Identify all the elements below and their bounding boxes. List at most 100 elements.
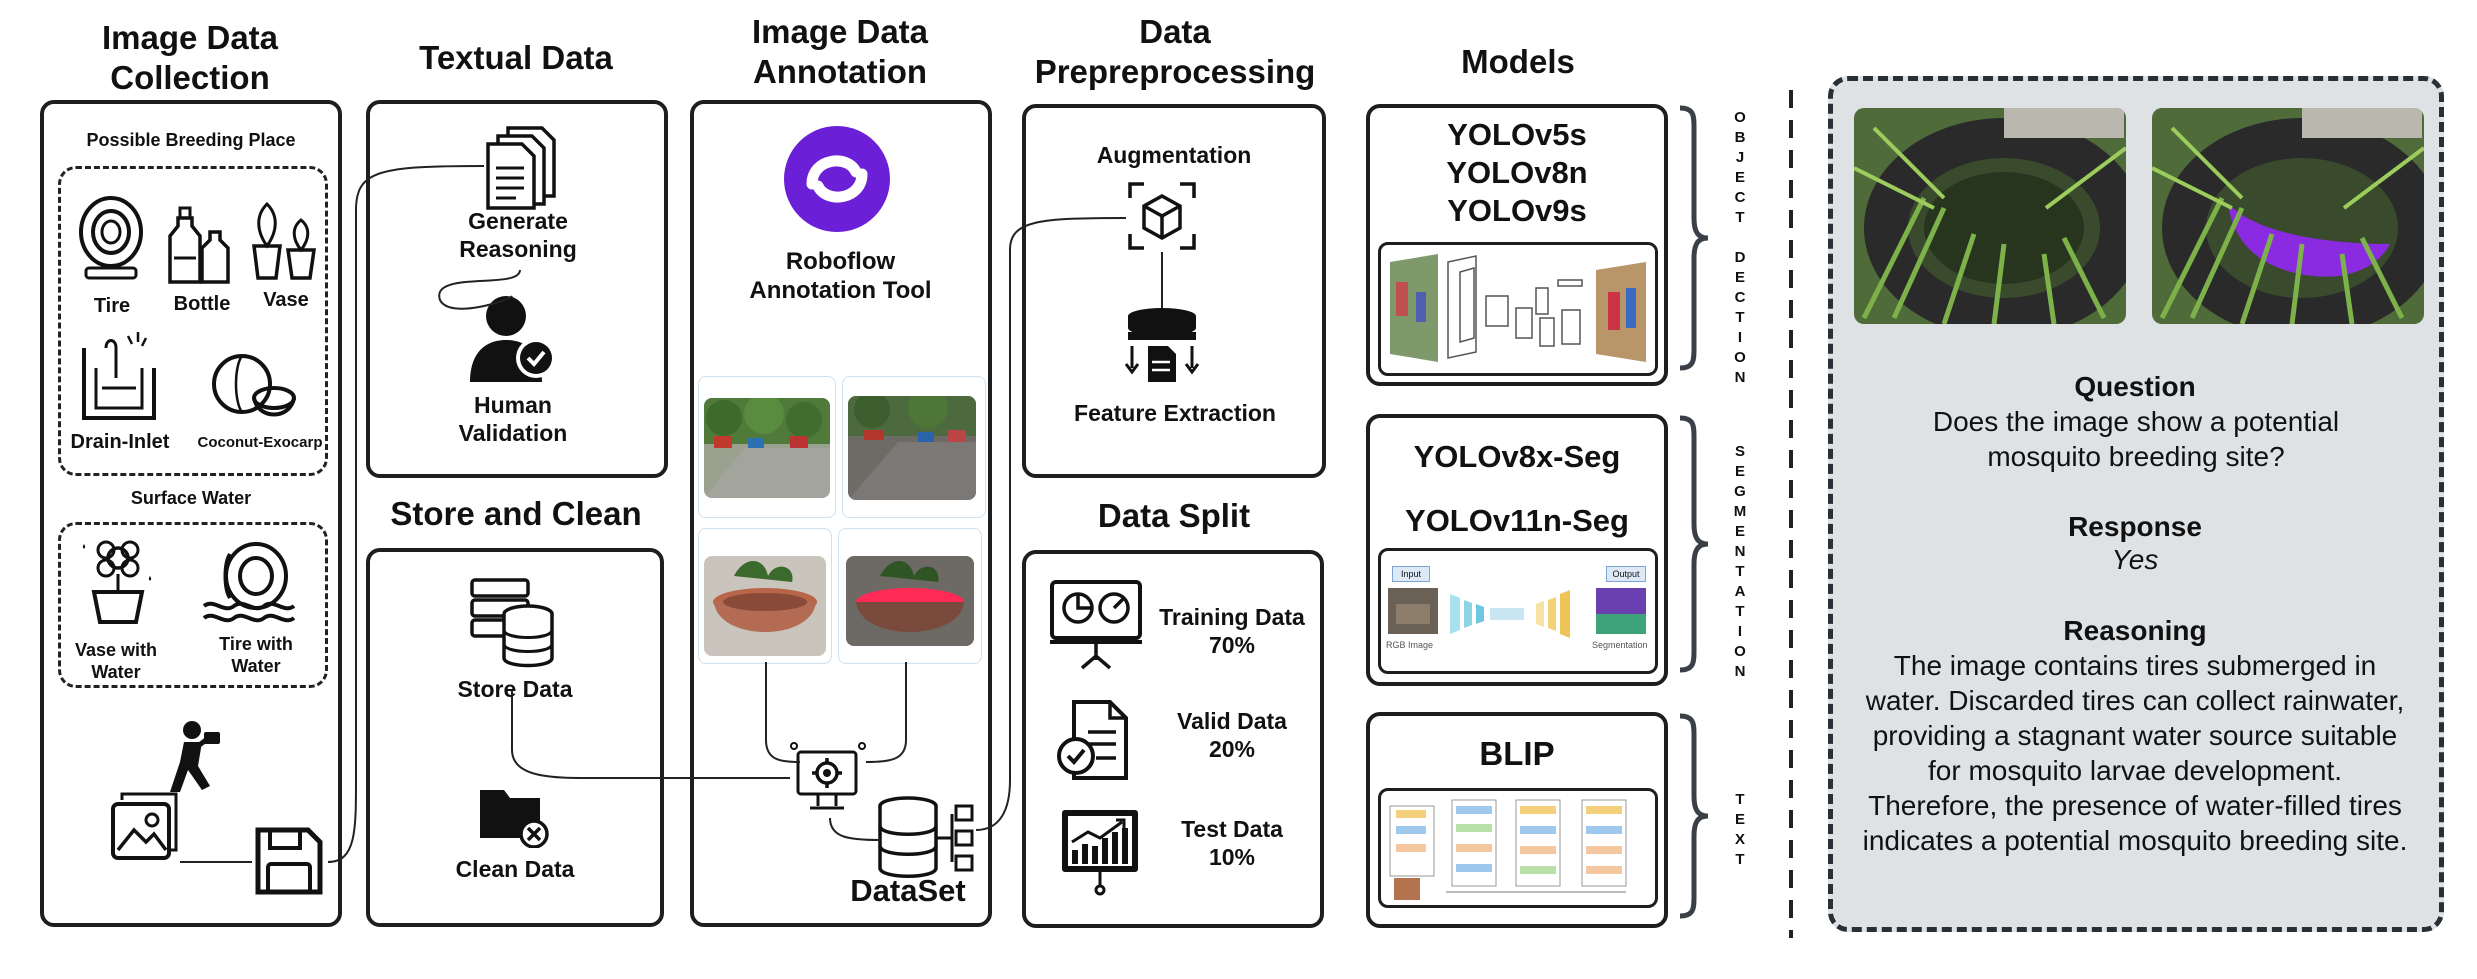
response-text: Yes bbox=[2111, 544, 2159, 575]
augmentation-label: Augmentation bbox=[1096, 142, 1252, 168]
tire-icon bbox=[79, 196, 143, 280]
breeding-item-tire: Tire bbox=[93, 295, 131, 317]
image-icon bbox=[111, 792, 178, 860]
store-title: Store and Clean bbox=[390, 495, 642, 532]
group-label-char: T bbox=[1735, 563, 1745, 580]
dataset-label: DataSet bbox=[850, 873, 966, 908]
breeding-box bbox=[58, 166, 328, 476]
question-text: Does the image show a potential mosquito… bbox=[1932, 406, 2340, 472]
group-label-char: E bbox=[1734, 811, 1745, 828]
segmentation-diagram-icon bbox=[1388, 588, 1646, 638]
group-label-char: D bbox=[1734, 249, 1746, 266]
group-label-char: B bbox=[1734, 129, 1746, 146]
seg-segmentation-caption: Segmentation bbox=[1592, 640, 1648, 650]
group-label-char: A bbox=[1734, 583, 1746, 600]
processing-gear-icon bbox=[790, 742, 866, 810]
seg-output-tag: Output bbox=[1606, 566, 1646, 582]
tire-water-icon bbox=[202, 542, 296, 623]
segmentation-model-2: YOLOv11n-Seg bbox=[1405, 503, 1629, 538]
segmentation-model-1: YOLOv8x-Seg bbox=[1413, 439, 1621, 474]
bottle-icon bbox=[168, 206, 230, 284]
group-label-char: O bbox=[1734, 643, 1746, 660]
folder-delete-icon bbox=[480, 790, 549, 848]
split-test-label: Test Data 10% bbox=[1181, 816, 1283, 870]
breeding-heading: Possible Breeding Place bbox=[86, 130, 296, 150]
breeding-item-vase: Vase bbox=[263, 289, 309, 311]
group-label-char: E bbox=[1734, 169, 1745, 186]
brace-segmentation-icon bbox=[1679, 415, 1709, 673]
tire-fern-mask-photo bbox=[2152, 108, 2424, 324]
textual-title: Textual Data bbox=[419, 39, 613, 76]
group-label-char: T bbox=[1735, 791, 1745, 808]
group-label-char: N bbox=[1734, 663, 1746, 680]
separator-line bbox=[1789, 90, 1793, 938]
user-check-icon bbox=[470, 296, 556, 382]
clay-pot-mask-photo bbox=[846, 556, 974, 646]
group-label-char: C bbox=[1734, 289, 1746, 306]
split-training-label: Training Data 70% bbox=[1159, 604, 1305, 658]
roboflow-logo-icon bbox=[784, 126, 890, 232]
reasoning-heading: Reasoning bbox=[2063, 615, 2207, 646]
detection-diagram-icon bbox=[1390, 254, 1646, 362]
growth-chart-icon bbox=[1062, 810, 1138, 896]
split-title: Data Split bbox=[1097, 497, 1251, 534]
group-label-char: G bbox=[1734, 483, 1746, 500]
collection-panel bbox=[40, 100, 342, 927]
models-title: Models bbox=[1461, 43, 1575, 80]
clean-data-label: Clean Data bbox=[455, 856, 575, 882]
coconut-icon bbox=[212, 354, 296, 417]
plant-pot-icon bbox=[252, 201, 317, 280]
group-label-char: E bbox=[1734, 269, 1745, 286]
save-disk-icon bbox=[255, 827, 323, 895]
potted-plants-photo-2 bbox=[848, 396, 976, 500]
clay-pot-photo bbox=[704, 556, 826, 656]
text-model-name: BLIP bbox=[1479, 735, 1555, 772]
group-label-char: M bbox=[1733, 503, 1747, 520]
group-label-char: E bbox=[1734, 523, 1745, 540]
preprocessing-title: Data Prepreprocessing bbox=[1034, 13, 1316, 90]
documents-icon bbox=[486, 126, 556, 210]
cube-augmentation-icon bbox=[1128, 182, 1196, 250]
blip-diagram-icon bbox=[1389, 799, 1627, 900]
group-label-char: T bbox=[1735, 603, 1745, 620]
group-label-char: E bbox=[1734, 463, 1745, 480]
human-validation-label: Human Validation bbox=[458, 392, 568, 446]
breeding-item-coconut-exocarp: Coconut-Exocarp bbox=[197, 434, 323, 451]
roboflow-tool-label: Roboflow Annotation Tool bbox=[749, 248, 932, 304]
store-data-label: Store Data bbox=[457, 676, 573, 702]
breeding-item-bottle: Bottle bbox=[173, 293, 231, 315]
drain-inlet-icon bbox=[82, 332, 156, 420]
group-label-char: J bbox=[1735, 149, 1745, 166]
surface-box bbox=[58, 522, 328, 688]
response-heading: Response bbox=[2068, 511, 2202, 542]
seg-rgb-caption: RGB Image bbox=[1386, 640, 1434, 650]
presentation-board-icon bbox=[1050, 580, 1142, 670]
group-label-char: I bbox=[1737, 329, 1743, 346]
group-label-char: N bbox=[1734, 369, 1746, 386]
group-label-char: T bbox=[1735, 309, 1745, 326]
document-check-icon bbox=[1057, 700, 1128, 780]
feature-extraction-icon bbox=[1124, 308, 1200, 382]
question-heading: Question bbox=[2074, 371, 2196, 402]
group-label-char: X bbox=[1734, 831, 1745, 848]
surface-heading: Surface Water bbox=[130, 488, 252, 508]
group-label-char: I bbox=[1737, 623, 1743, 640]
dataset-icon bbox=[878, 796, 974, 878]
breeding-item-drain-inlet: Drain-Inlet bbox=[70, 431, 170, 453]
annotation-title: Image Data Annotation bbox=[751, 13, 929, 90]
group-label-char: O bbox=[1734, 109, 1746, 126]
group-label-char: N bbox=[1734, 543, 1746, 560]
reasoning-text: The image contains tires submerged in wa… bbox=[1862, 650, 2408, 856]
group-label-char bbox=[1730, 228, 1750, 248]
tire-fern-photo bbox=[1854, 108, 2126, 324]
database-server-icon bbox=[470, 578, 554, 668]
detection-models-list: YOLOv5s YOLOv8n YOLOv9s bbox=[1446, 117, 1588, 228]
group-label-char: T bbox=[1735, 851, 1745, 868]
potted-plants-photo bbox=[704, 398, 830, 498]
seg-input-tag: Input bbox=[1392, 566, 1430, 582]
